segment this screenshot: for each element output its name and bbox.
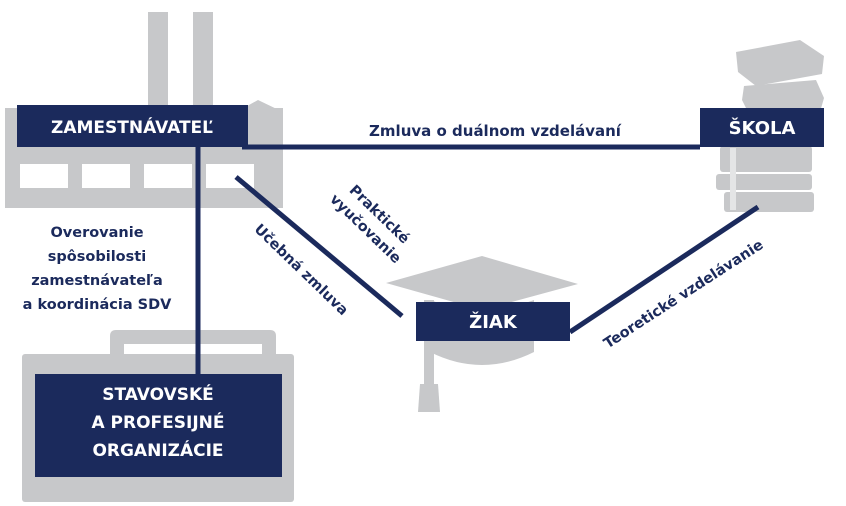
node-organizations-line-2: A PROFESIJNÉ (91, 411, 224, 433)
edge-label-dual-contract: Zmluva o duálnom vzdelávaní (369, 122, 622, 140)
node-employer: ZAMESTNÁVATEĽ (17, 105, 248, 147)
connector-lines (195, 144, 760, 374)
line-school-student (568, 204, 760, 335)
node-organizations: STAVOVSKÉ A PROFESIJNÉ ORGANIZÁCIE (35, 374, 282, 477)
books-icon (716, 40, 824, 212)
line-employer-student (234, 175, 404, 318)
node-student: ŽIAK (416, 302, 570, 341)
edge-label-verification: Overovanie spôsobilosti zamestnávateľa a… (23, 225, 172, 313)
node-school-label: ŠKOLA (729, 117, 796, 139)
node-organizations-line-1: STAVOVSKÉ (102, 383, 214, 405)
node-student-label: ŽIAK (469, 311, 518, 333)
verification-line-1: Overovanie (50, 225, 143, 241)
verification-line-2: spôsobilosti (48, 249, 146, 265)
edge-label-practical-training: Praktické vyučovanie (326, 182, 412, 267)
node-school: ŠKOLA (700, 108, 824, 147)
verification-line-4: a koordinácia SDV (23, 297, 172, 313)
node-employer-label: ZAMESTNÁVATEĽ (51, 116, 213, 138)
edge-label-learning-contract: Učebná zmluva (251, 221, 351, 319)
verification-line-3: zamestnávateľa (31, 273, 163, 289)
node-organizations-line-3: ORGANIZÁCIE (92, 439, 223, 461)
